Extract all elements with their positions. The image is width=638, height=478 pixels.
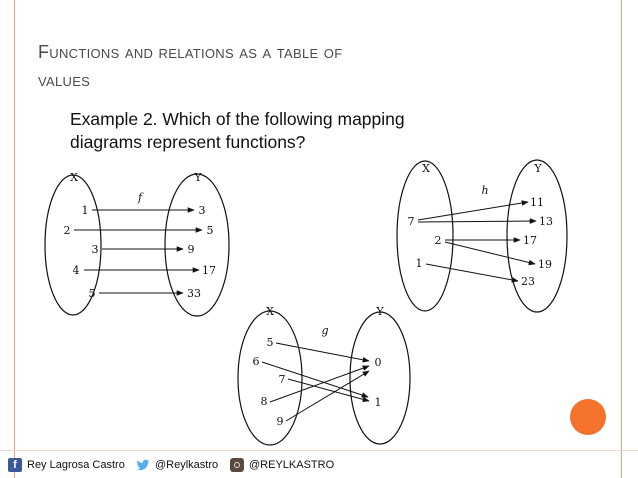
diagram-g-arrow	[285, 370, 370, 422]
diagram-g-range-item: 1	[375, 396, 382, 409]
diagram-f-range-oval	[164, 173, 230, 317]
facebook-icon: f	[8, 458, 22, 472]
diagram-g: X Y g 5 6 7 8 9 0 1	[237, 305, 411, 446]
diagram-g-domain-item: 5	[267, 336, 274, 349]
diagram-f-domain-oval	[44, 174, 102, 316]
diagram-g-range-values: 0 1	[375, 356, 382, 409]
diagram-f-range-item: 3	[199, 204, 206, 217]
diagram-f-domain-item: 1	[82, 204, 89, 217]
diagram-h-range-item: 17	[523, 234, 537, 247]
diagram-h-arrow	[444, 241, 536, 266]
diagram-g-y-label: Y	[375, 305, 384, 318]
diagram-f-domain-values: 1 2 3 4 5	[64, 204, 99, 300]
diagram-g-arrow	[287, 378, 370, 403]
slide-title: Functions and relations as a table of va…	[38, 38, 558, 94]
slide-title-line-2: values	[38, 70, 91, 90]
footer-twitter-handle: @Reylkastro	[155, 459, 219, 471]
right-accent-rule	[621, 0, 622, 478]
diagram-g-domain-item: 9	[277, 415, 284, 428]
diagram-h-arrows	[417, 200, 537, 283]
diagram-h-arrow	[425, 263, 519, 283]
question-line-1: Example 2. Which of the following mappin…	[70, 109, 405, 129]
diagram-h-arrow	[417, 200, 529, 221]
diagram-f-range-values: 3 5 9 17 33	[187, 204, 216, 300]
diagram-h-arrow	[417, 218, 537, 224]
diagram-g-range-item: 0	[375, 356, 382, 369]
footer-twitter[interactable]: @Reylkastro	[136, 458, 218, 472]
diagram-g-function-name: g	[321, 324, 328, 337]
diagram-h-domain-oval	[396, 160, 454, 312]
diagram-h-y-label: Y	[533, 162, 542, 175]
diagram-f-domain-item: 2	[64, 224, 71, 237]
diagram-h-range-item: 11	[530, 196, 544, 209]
footer-instagram-handle: @REYLKASTRO	[249, 459, 335, 471]
diagram-h-domain-item: 7	[408, 215, 415, 228]
diagram-h-function-name: h	[481, 184, 488, 197]
diagram-h-range-item: 13	[539, 215, 553, 228]
diagram-g-domain-item: 8	[261, 395, 268, 408]
footer: f Rey Lagrosa Castro @Reylkastro @REYLKA…	[0, 452, 638, 478]
diagram-f-range-item: 17	[202, 264, 216, 277]
footer-instagram[interactable]: @REYLKASTRO	[230, 458, 334, 472]
diagram-g-arrow	[269, 365, 370, 403]
question-text: Example 2. Which of the following mappin…	[70, 108, 530, 154]
diagram-g-domain-item: 6	[253, 355, 260, 368]
diagram-f: X Y f 1 2 3 4 5 3 5 9 17 33	[44, 171, 230, 317]
diagram-g-arrow	[275, 342, 370, 363]
instagram-icon	[230, 458, 244, 472]
diagram-g-domain-item: 7	[279, 373, 286, 386]
diagram-f-y-label: Y	[193, 171, 202, 184]
diagram-f-range-item: 5	[207, 224, 214, 237]
diagram-h-x-label: X	[422, 162, 430, 175]
diagram-f-domain-item: 5	[89, 287, 96, 300]
diagram-g-range-oval	[349, 311, 411, 445]
footer-divider	[0, 450, 638, 451]
diagram-g-arrow	[261, 361, 369, 398]
footer-facebook[interactable]: f Rey Lagrosa Castro	[8, 458, 125, 472]
diagram-g-arrows	[261, 342, 370, 422]
diagram-h-range-item: 23	[521, 275, 535, 288]
diagram-h-domain-item: 1	[416, 257, 423, 270]
diagram-g-x-label: X	[266, 305, 274, 318]
diagram-h-domain-values: 7 2 1	[408, 215, 442, 270]
diagram-f-domain-item: 4	[73, 264, 80, 277]
diagram-f-x-label: X	[70, 171, 78, 184]
diagram-g-domain-oval	[237, 310, 303, 446]
diagram-h-range-values: 11 13 17 19 23	[521, 196, 553, 288]
diagram-h-range-oval	[506, 159, 568, 313]
diagram-h: X Y h 7 2 1 11 13 17 19 23	[396, 159, 568, 313]
diagram-f-domain-item: 3	[92, 243, 99, 256]
slide-title-line-1: Functions and relations as a table of	[38, 42, 343, 62]
twitter-bird-icon	[136, 458, 150, 472]
question-line-2: diagrams represent functions?	[70, 132, 306, 152]
diagram-h-range-item: 19	[538, 258, 552, 271]
diagram-h-domain-item: 2	[435, 234, 442, 247]
diagram-f-arrows	[74, 207, 203, 296]
orange-accent-dot	[570, 399, 606, 435]
left-accent-rule	[14, 0, 15, 478]
diagram-g-domain-values: 5 6 7 8 9	[253, 336, 286, 428]
diagram-f-range-item: 33	[187, 287, 201, 300]
diagram-f-range-item: 9	[188, 243, 195, 256]
footer-facebook-name: Rey Lagrosa Castro	[27, 459, 125, 471]
diagram-f-function-name: f	[137, 191, 144, 204]
